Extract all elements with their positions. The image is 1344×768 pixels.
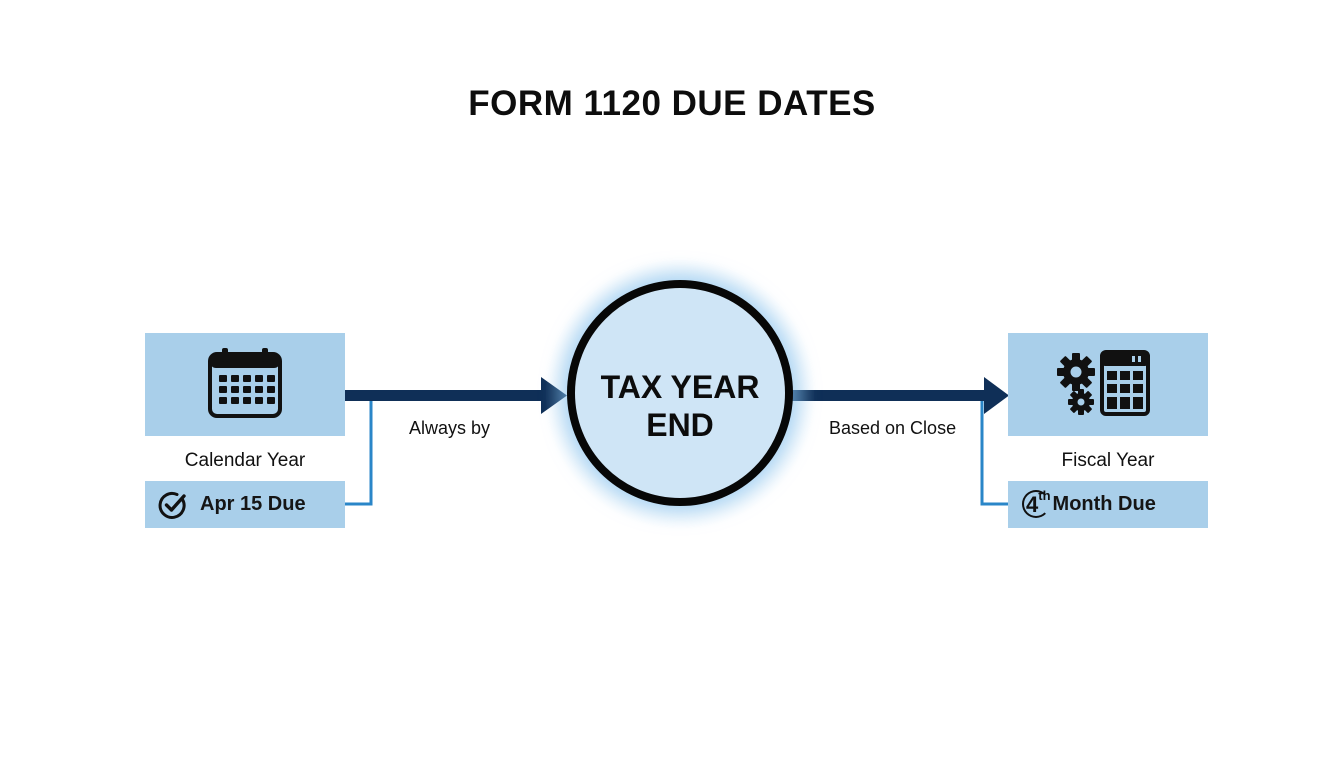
calculator-icon	[1100, 350, 1150, 416]
calendar-year-label: Calendar Year	[184, 450, 306, 471]
small-gear-icon	[1068, 389, 1094, 415]
gears-calculator-icon	[1057, 350, 1150, 416]
left-connector-line	[345, 396, 373, 506]
diagram-title: FORM 1120 DUE DATES	[468, 84, 876, 123]
fourth-month-badge: 4 th	[1022, 488, 1051, 522]
fiscal-due-box: 4 th Month Due	[1008, 481, 1208, 528]
based-on-close-label: Based on Close	[829, 418, 957, 438]
fiscal-due-text: Month Due	[1052, 493, 1156, 515]
hub-label-line2: END	[646, 407, 714, 443]
calendar-due-box: Apr 15 Due	[145, 481, 345, 528]
left-arrow-shaft	[345, 390, 545, 401]
gear-icon	[1057, 353, 1095, 391]
right-connector-line	[980, 396, 1008, 506]
always-by-label: Always by	[409, 418, 491, 438]
hub-label: TAX YEAR END	[567, 368, 793, 444]
fiscal-year-icon-box	[1008, 333, 1208, 436]
tax-year-end-hub	[567, 280, 793, 506]
fourth-number: 4	[1026, 491, 1039, 517]
calendar-year-icon-box	[145, 333, 345, 436]
right-arrow-head	[984, 377, 1009, 414]
fourth-suffix: th	[1038, 488, 1051, 503]
calendar-due-text: Apr 15 Due	[200, 493, 306, 515]
hub-label-line1: TAX YEAR	[600, 369, 760, 405]
right-arrow-shaft	[790, 390, 987, 401]
check-circle-icon	[158, 491, 186, 519]
fiscal-year-label: Fiscal Year	[1061, 450, 1155, 471]
calendar-icon	[208, 348, 282, 418]
circle-arrow-icon	[1022, 489, 1050, 518]
